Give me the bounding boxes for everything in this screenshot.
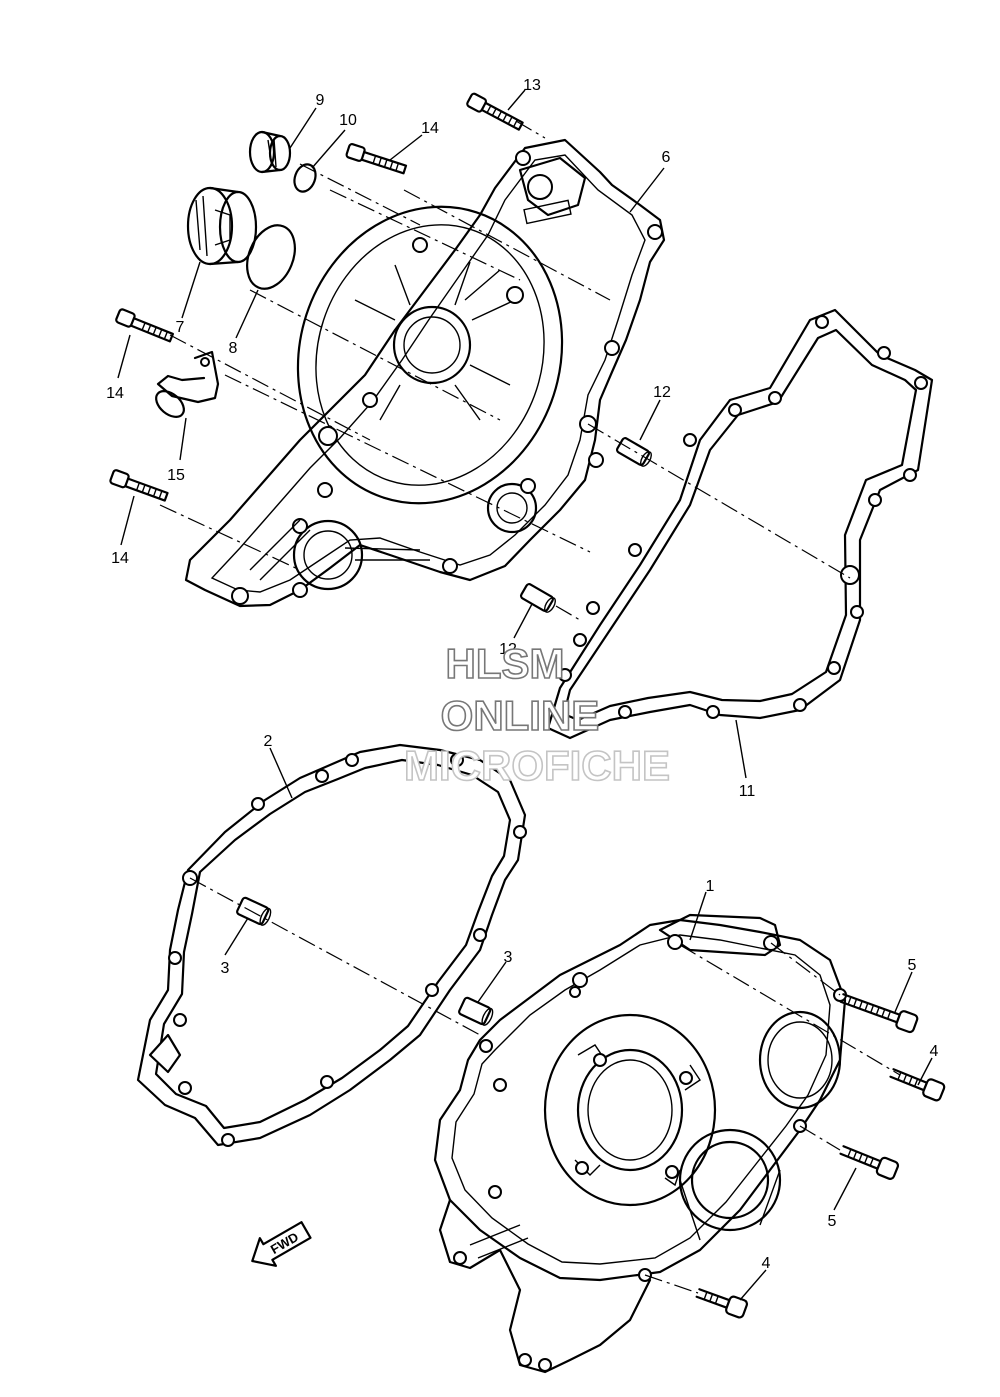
callout-1: 1 [706, 878, 715, 895]
bolt-14-left [115, 308, 175, 343]
callout-5-upper: 5 [908, 957, 917, 974]
callout-4-lower: 4 [762, 1255, 771, 1272]
dowel-12-upper [615, 437, 652, 467]
callout-5-lower: 5 [828, 1213, 837, 1230]
plug-9 [248, 130, 292, 174]
watermark-line-3: MICROFICHE [404, 742, 670, 789]
bolt-5-upper [839, 993, 919, 1034]
callout-15: 15 [167, 467, 185, 484]
o-ring-8 [246, 224, 296, 290]
callout-10: 10 [339, 112, 357, 129]
callout-14-top: 14 [421, 120, 439, 137]
dowel-3-right [458, 996, 494, 1026]
callout-2: 2 [264, 733, 273, 750]
clamp-15 [155, 350, 220, 418]
assembly-lines [159, 120, 901, 1294]
cap-7 [186, 186, 258, 266]
crankcase-cover-6 [184, 138, 666, 608]
callout-3-right: 3 [504, 949, 513, 966]
callout-leaders [117, 89, 933, 1301]
bolt-13 [466, 92, 524, 131]
watermark-line-1: HLSM [446, 640, 565, 687]
dowel-12-lower [519, 583, 556, 613]
gasket-2 [136, 743, 527, 1147]
o-ring-10 [293, 163, 317, 193]
callout-3-left: 3 [221, 960, 230, 977]
callout-12-lower: 12 [499, 641, 517, 658]
callout-14-left: 14 [106, 385, 124, 402]
watermark: HLSM ONLINE MICROFICHE [403, 639, 671, 790]
callout-labels: 9 10 13 14 6 7 8 14 15 14 12 12 11 2 3 3… [106, 77, 938, 1272]
callout-4-upper: 4 [930, 1043, 939, 1060]
callout-7: 7 [176, 319, 185, 336]
watermark-line-2: ONLINE [441, 692, 600, 739]
callout-13: 13 [523, 77, 541, 94]
bolt-4-upper [889, 1068, 946, 1102]
callout-6: 6 [662, 149, 671, 166]
callout-9: 9 [316, 92, 325, 109]
callout-14-lower: 14 [111, 550, 129, 567]
bolt-5-lower [839, 1145, 900, 1180]
bolt-14-top [345, 143, 408, 175]
callout-8: 8 [229, 340, 238, 357]
callout-12-upper: 12 [653, 384, 671, 401]
crankcase-cover-1 [433, 913, 847, 1374]
bolt-14-lower [109, 469, 169, 502]
callout-11: 11 [739, 783, 756, 800]
bolt-4-lower [695, 1288, 749, 1319]
gasket-11 [546, 308, 934, 740]
fwd-arrow-icon: FWD [251, 1221, 312, 1267]
